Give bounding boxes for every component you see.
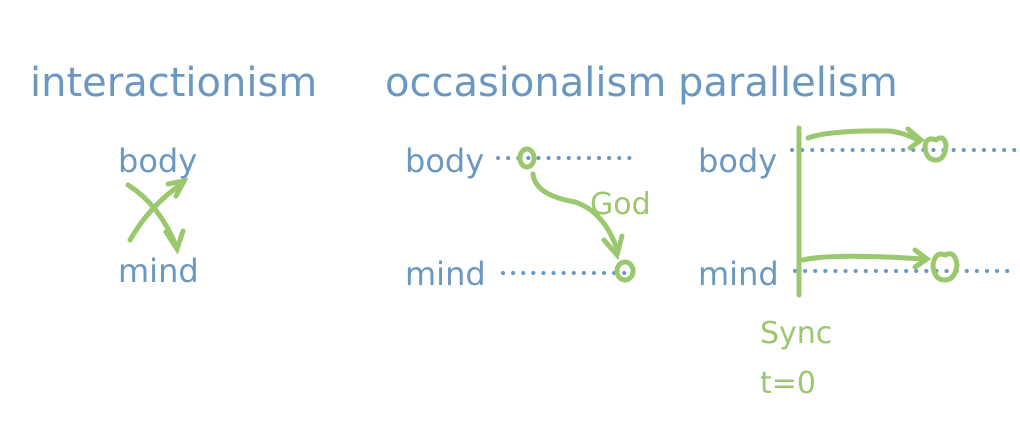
label-body: body (405, 142, 484, 180)
label-mind: mind (698, 255, 779, 293)
sync-arrows-icon (796, 125, 960, 298)
god-arrow-icon (517, 146, 636, 283)
panel-occasionalism: occasionalism body mind God (385, 60, 666, 293)
label-mind: mind (405, 255, 486, 293)
title-occasionalism: occasionalism (385, 60, 666, 106)
panel-parallelism: parallelism body mind Sync t=0 (678, 60, 1017, 401)
label-mind: mind (118, 252, 199, 290)
panel-interactionism: interactionism body mind (30, 60, 317, 290)
label-body: body (118, 142, 197, 180)
time-label: t=0 (760, 366, 816, 401)
label-body: body (698, 142, 777, 180)
sync-label: Sync (760, 316, 832, 351)
god-label: God (590, 187, 651, 222)
bidirectional-arrows-icon (125, 177, 189, 255)
title-interactionism: interactionism (30, 60, 317, 106)
title-parallelism: parallelism (678, 60, 898, 106)
